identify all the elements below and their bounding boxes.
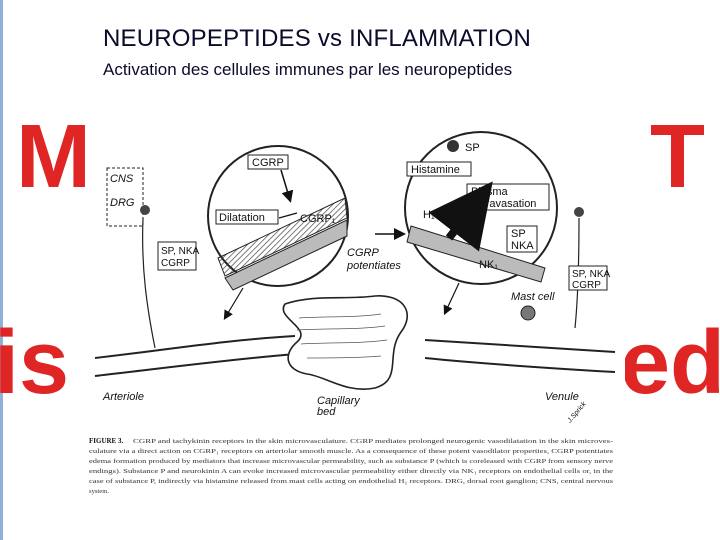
label-arteriole: Arteriole — [102, 391, 144, 403]
watermark-top-right: T — [650, 107, 705, 207]
sp-neuron-icon — [447, 140, 459, 152]
label-histamine: Histamine — [411, 164, 460, 176]
arteriole-wall-bottom — [94, 353, 296, 377]
slide-title: NEUROPEPTIDES vs INFLAMMATION — [103, 25, 532, 52]
label-nka-right: NKA — [511, 240, 534, 252]
venule-wall-top — [424, 339, 616, 353]
label-sp-right: SP — [511, 228, 526, 240]
mast-cell-icon — [520, 305, 536, 321]
histamine-box — [406, 161, 472, 177]
right-neuron-icon — [574, 207, 584, 217]
capillary-bed-lines — [296, 313, 388, 359]
cgrp-release-arrow — [280, 169, 294, 203]
label-sp-nka-left: SP, NKA — [161, 246, 199, 257]
right-zoom-arrow — [443, 282, 460, 316]
label-cgrp-potentiates: CGRP — [347, 247, 379, 259]
caption-line-1: CGRP and tachykinin receptors in the ski… — [133, 438, 613, 445]
right-neuropeptide-box — [568, 265, 608, 291]
label-drg: DRG — [110, 197, 135, 209]
cgrp-box — [247, 154, 289, 170]
label-potentiates: potentiates — [346, 260, 401, 272]
endothelium-band — [224, 219, 348, 291]
sp-nka-box — [506, 225, 538, 253]
label-cgrp: CGRP — [252, 157, 284, 169]
dilatation-box — [215, 209, 279, 225]
label-bed: bed — [317, 406, 336, 418]
label-cns: CNS — [110, 173, 134, 185]
label-sp-nka-right: SP, NKA — [572, 269, 610, 280]
sensory-nerve-left — [142, 217, 156, 349]
arteriole-wall-top — [94, 335, 296, 359]
smooth-muscle-band — [217, 197, 348, 277]
neuropeptide-figure: CNS DRG SP, NKA CGRP CGRP Dilatation CGR… — [85, 118, 625, 518]
label-cgrp-right: CGRP — [572, 280, 601, 291]
label-venule: Venule — [545, 391, 579, 403]
watermark-bottom-left: is — [0, 313, 70, 413]
label-dilatation: Dilatation — [219, 212, 265, 224]
cns-box — [106, 167, 144, 227]
label-h1: H₁ — [423, 209, 435, 221]
caption-line-3: edema formation produced by mediators th… — [89, 458, 613, 465]
extravasation-arrow — [428, 181, 493, 252]
watermark-bottom-right: ed — [620, 313, 720, 413]
caption-line-2: culature via a direct action on CGRP₁ re… — [89, 448, 614, 455]
venule-wall-bottom — [424, 357, 616, 373]
dilatation-link — [278, 212, 298, 219]
caption-line-6: system. — [89, 488, 109, 495]
caption-line-5: case of substance P, indirectly via hist… — [89, 478, 614, 485]
label-sp: SP — [465, 142, 480, 154]
slide-subtitle: Activation des cellules immunes par les … — [103, 60, 513, 79]
left-neuropeptide-box — [157, 241, 197, 271]
label-cgrp-left: CGRP — [161, 258, 190, 269]
figure-svg: CNS DRG SP, NKA CGRP CGRP Dilatation CGR… — [85, 118, 625, 518]
label-cgrp1: CGRP₁ — [300, 213, 336, 225]
label-capillary: Capillary — [317, 395, 361, 407]
caption-figure-label: FIGURE 3. — [89, 437, 123, 445]
label-nk1: NK₁ — [479, 259, 498, 271]
drg-neuron-icon — [140, 205, 150, 215]
label-mast-cell: Mast cell — [511, 291, 555, 303]
left-border-rule — [0, 0, 3, 540]
caption-line-4: endings). Substance P and neurokinin A c… — [89, 468, 613, 475]
watermark-top-left: M — [16, 107, 91, 207]
left-zoom-arrow — [223, 287, 244, 321]
